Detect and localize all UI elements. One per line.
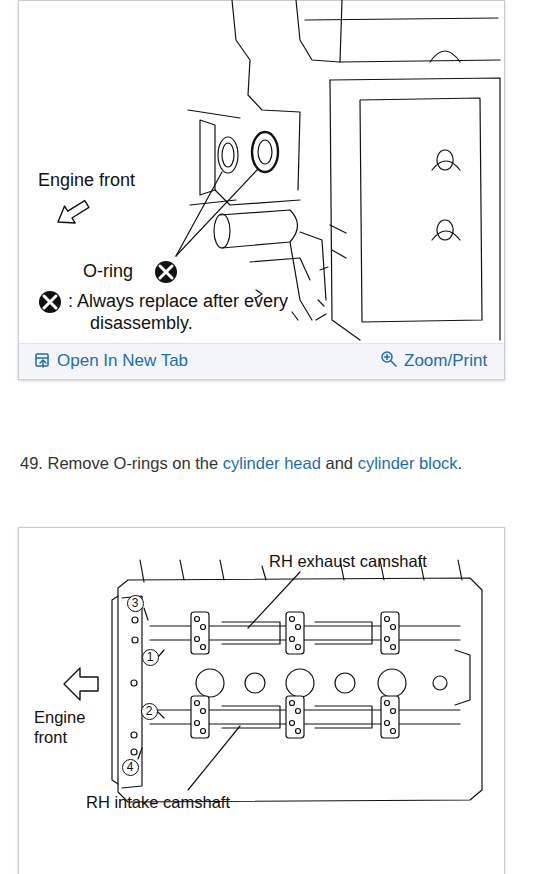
bracket-bolt xyxy=(290,617,295,622)
bracket-bolt xyxy=(391,645,396,650)
leader-lines xyxy=(64,572,300,790)
bracket-bolt xyxy=(391,709,396,714)
toolbar-button: Zoom/Print xyxy=(404,351,487,371)
bracket-bolt xyxy=(290,637,295,642)
cam-bracket xyxy=(191,696,209,738)
step-text: 49. Remove O-rings on the xyxy=(20,454,218,472)
hyperlink: cylinder head xyxy=(223,454,321,472)
part-label: O-ring xyxy=(83,261,133,283)
bracket-bolt xyxy=(290,721,295,726)
cam-bracket xyxy=(191,612,209,654)
bracket-bolt xyxy=(201,709,206,714)
cam-bracket xyxy=(286,612,304,654)
cam-bracket xyxy=(381,612,399,654)
callout-number: 3 xyxy=(127,595,144,612)
bracket-bolt xyxy=(296,645,301,650)
cylinder-head-art xyxy=(112,560,482,802)
note-text: : Always replace after every disassembly… xyxy=(68,291,290,334)
toolbar-button: Open In New Tab xyxy=(57,351,188,371)
part-label: RH exhaust camshaft xyxy=(269,552,427,572)
bracket-bolt xyxy=(201,729,206,734)
callout-number: 4 xyxy=(122,759,139,776)
bracket-bolt xyxy=(385,617,390,622)
bracket-bolt xyxy=(296,625,301,630)
bracket-bolt xyxy=(296,709,301,714)
block-corner-art xyxy=(39,0,500,340)
camshaft-brackets xyxy=(191,612,399,738)
bracket-bolt xyxy=(391,729,396,734)
bracket-bolt xyxy=(195,637,200,642)
bracket-bolt xyxy=(385,637,390,642)
cam-bracket xyxy=(381,696,399,738)
step-text: and xyxy=(325,454,353,472)
bracket-bolt xyxy=(195,721,200,726)
bracket-bolt xyxy=(385,701,390,706)
callout-number: 2 xyxy=(141,703,158,720)
bracket-bolt xyxy=(290,701,295,706)
bracket-bolt xyxy=(195,617,200,622)
bracket-bolt xyxy=(385,721,390,726)
cam-bracket xyxy=(286,696,304,738)
bracket-bolt xyxy=(201,625,206,630)
bracket-bolt xyxy=(201,645,206,650)
instruction-step: 49. Remove O-rings on the cylinder headan… xyxy=(20,454,462,473)
bracket-bolt xyxy=(391,625,396,630)
direction-label: Engine front xyxy=(38,170,135,192)
step-text: . xyxy=(458,454,463,472)
callout-number: 1 xyxy=(142,649,159,666)
hyperlink: cylinder block xyxy=(358,454,458,472)
direction-label: Engine front xyxy=(34,708,106,748)
bracket-bolt xyxy=(296,729,301,734)
bracket-bolt xyxy=(195,701,200,706)
part-label: RH intake camshaft xyxy=(86,793,230,813)
